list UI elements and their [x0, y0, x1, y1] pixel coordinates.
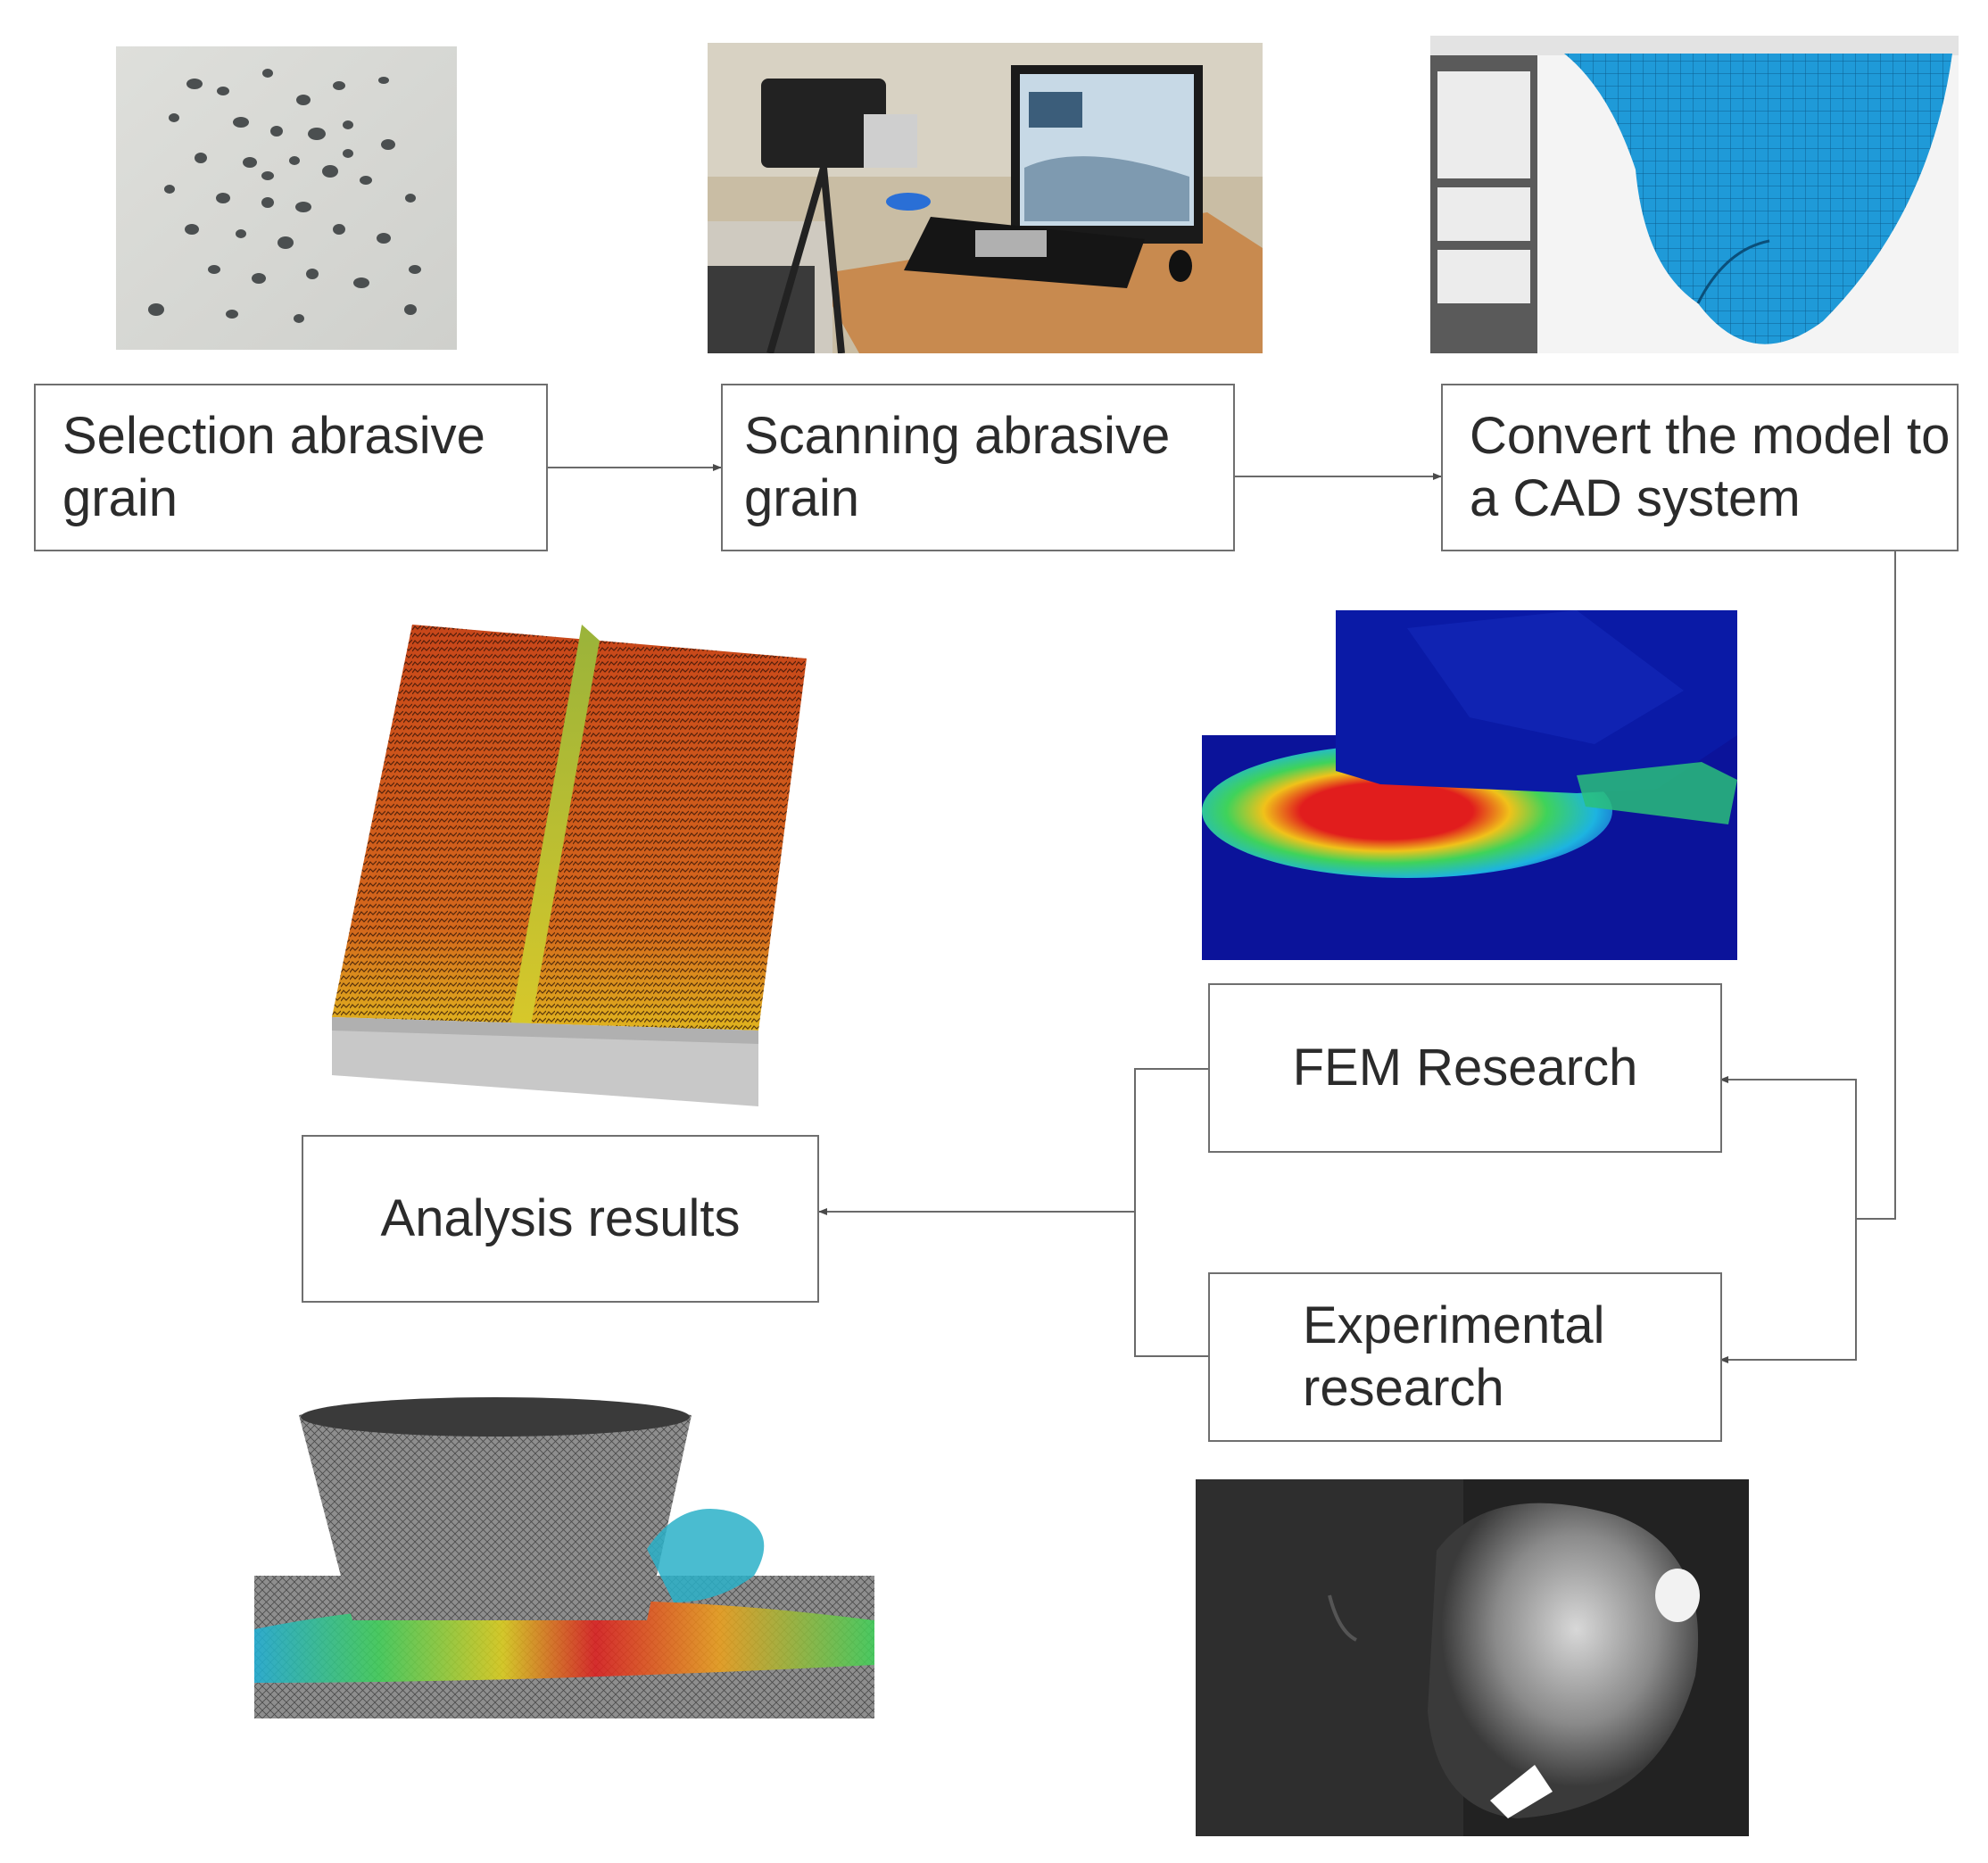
- abrasive-grains-photo: [116, 46, 457, 350]
- step-analysis-box: Analysis results: [302, 1135, 819, 1303]
- abrasive-grains-image: [116, 46, 457, 350]
- cad-model-image: [1430, 36, 1959, 353]
- experimental-camera-image: [1196, 1479, 1749, 1836]
- step-analysis-label: Analysis results: [380, 1189, 741, 1247]
- experimental-grayscale-image: [1196, 1479, 1749, 1836]
- cutting-mesh-image: [254, 1397, 874, 1718]
- step-convert-box: Convert the model to a CAD system: [1441, 384, 1959, 551]
- step-fem-box: FEM Research: [1208, 983, 1722, 1153]
- fem-simulation-image: [1202, 610, 1737, 960]
- line-convert-down: [1856, 551, 1896, 1220]
- surface-topography-image: [332, 625, 807, 1106]
- surface-topography-3d: [332, 625, 814, 1115]
- scanner-workstation-photo: [708, 43, 1263, 353]
- step-fem-label: FEM Research: [1292, 1039, 1638, 1097]
- step-convert-label: Convert the model to a CAD system: [1470, 407, 1951, 527]
- arrow-to-experimental: [1719, 1219, 1857, 1363]
- step-scanning-box: Scanning abrasive grain: [721, 384, 1235, 551]
- cutting-simulation-mesh: [254, 1397, 874, 1718]
- cad-model-screenshot: [1430, 36, 1959, 353]
- scanner-workstation-image: [708, 43, 1263, 353]
- step-experimental-box: Experimental research: [1208, 1272, 1722, 1442]
- step-selection-label: Selection abrasive grain: [62, 407, 485, 527]
- step-experimental-label: Experimental research: [1303, 1296, 1605, 1417]
- step-selection-box: Selection abrasive grain: [34, 384, 548, 551]
- arrow-to-fem: [1719, 1076, 1857, 1219]
- step-scanning-label: Scanning abrasive grain: [744, 407, 1171, 527]
- fem-stress-field: [1202, 610, 1737, 960]
- line-fem-out: [1134, 1068, 1208, 1357]
